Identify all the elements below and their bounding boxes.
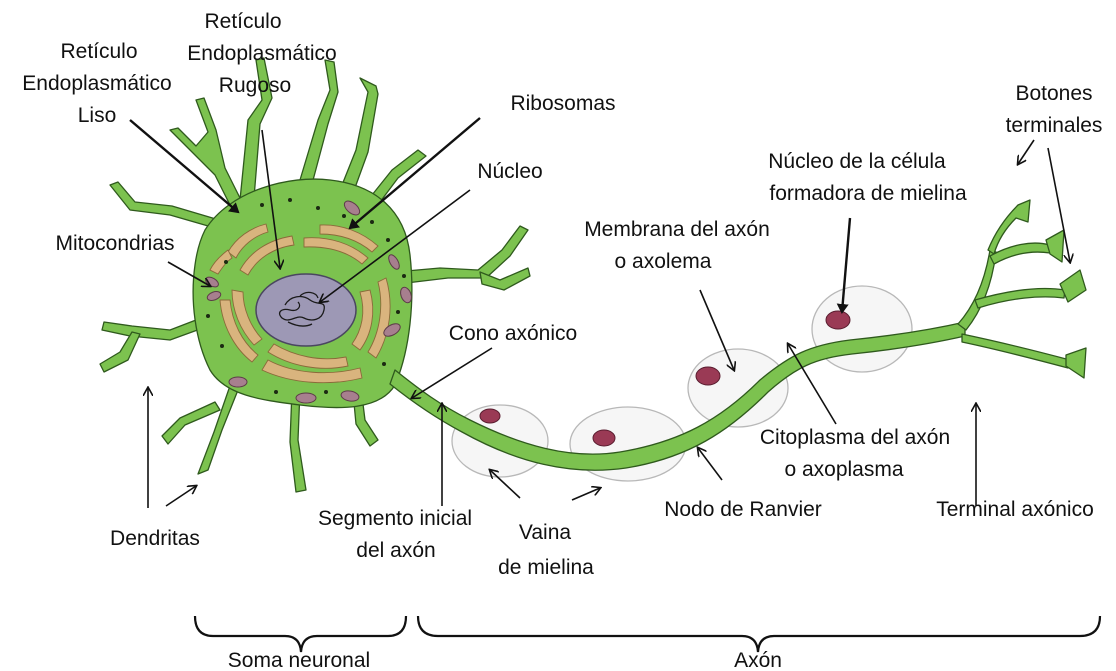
nucleus <box>256 274 356 346</box>
label-nucleo-celula-1: Núcleo de la célula <box>768 150 946 173</box>
label-nucleo-celula-2: formadora de mielina <box>769 182 967 205</box>
axon-terminal-branch <box>1046 230 1064 262</box>
label-dendritas: Dendritas <box>110 527 200 550</box>
label-ribosomas: Ribosomas <box>510 92 615 115</box>
label-terminal: Terminal axónico <box>936 498 1094 521</box>
label-axon: Axón <box>734 649 782 671</box>
dendrite <box>300 60 338 184</box>
label-vaina-2: de mielina <box>498 556 594 579</box>
dendrite <box>100 332 140 372</box>
axon-terminal-branch <box>975 288 1065 308</box>
label-reticulo-liso-3: Liso <box>78 104 117 127</box>
label-nodo: Nodo de Ranvier <box>664 498 822 521</box>
label-botones-2: terminales <box>1006 114 1103 137</box>
label-citoplasma-2: o axoplasma <box>784 458 903 481</box>
axon-terminal-branch <box>1066 348 1086 378</box>
label-segmento-2: del axón <box>356 539 435 562</box>
arrow-botones-1 <box>1018 140 1034 164</box>
dendrite <box>110 182 226 230</box>
label-nucleo: Núcleo <box>477 160 542 183</box>
myelin-cell-nucleus <box>593 430 615 446</box>
dendrite <box>395 226 528 284</box>
label-reticulo-rugoso-3: Rugoso <box>219 74 291 97</box>
arrow-nodo <box>698 448 722 480</box>
myelin-cell-nucleus <box>480 409 500 423</box>
myelin-sheath-4 <box>812 286 912 372</box>
label-botones-1: Botones <box>1015 82 1092 105</box>
label-cono: Cono axónico <box>449 322 577 345</box>
axon-terminal-branch <box>990 243 1050 264</box>
label-segmento-1: Segmento inicial <box>318 507 472 530</box>
label-citoplasma-1: Citoplasma del axón <box>760 426 950 449</box>
dendrite <box>170 98 245 215</box>
dendrite <box>340 78 378 196</box>
axon-terminal-branch <box>958 250 996 330</box>
dendrite <box>198 380 240 474</box>
arrow-vaina-2 <box>572 488 600 500</box>
label-membrana-1: Membrana del axón <box>584 218 770 241</box>
axon-terminal-branch <box>962 334 1070 368</box>
label-soma: Soma neuronal <box>228 649 370 671</box>
label-vaina-1: Vaina <box>519 521 571 544</box>
arrow-dendritas-2 <box>166 486 196 506</box>
brace-soma <box>195 616 406 652</box>
myelin-cell-nucleus <box>696 367 720 385</box>
label-reticulo-rugoso-2: Endoplasmático <box>187 42 336 65</box>
label-reticulo-rugoso-1: Retículo <box>204 10 281 33</box>
brace-axon <box>418 616 1100 652</box>
label-mitocondrias: Mitocondrias <box>55 232 174 255</box>
arrow-cono <box>412 348 492 398</box>
nucleus-group <box>256 274 356 346</box>
label-reticulo-liso-2: Endoplasmático <box>22 72 171 95</box>
label-membrana-2: o axolema <box>615 250 712 273</box>
myelin-cell-nucleus <box>826 311 850 329</box>
label-reticulo-liso-1: Retículo <box>60 40 137 63</box>
